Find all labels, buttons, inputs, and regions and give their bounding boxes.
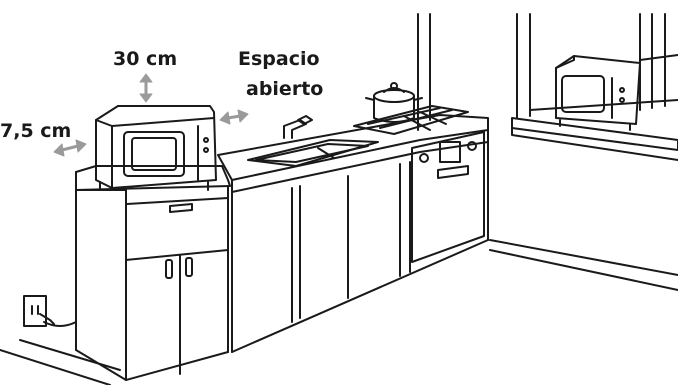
counter-run [217,114,489,353]
microwave [95,105,217,191]
cooktop [353,105,469,135]
open-space-label-line1: Espacio [238,48,320,70]
clearance-arrow-top [139,73,153,103]
room-walls [0,13,678,385]
tv-on-windowsill [555,55,641,131]
microwave-cabinet [75,165,231,381]
open-space-label-line2: abierto [246,78,324,100]
clearance-arrow-right [219,109,249,125]
side-clearance-label: 7,5 cm [0,120,72,142]
clearance-arrow-left [53,139,87,157]
wall-outlet [23,295,77,327]
sink [247,115,379,167]
window [511,13,678,161]
oven [411,131,485,263]
top-clearance-label: 30 cm [113,48,178,70]
pot [365,82,423,123]
